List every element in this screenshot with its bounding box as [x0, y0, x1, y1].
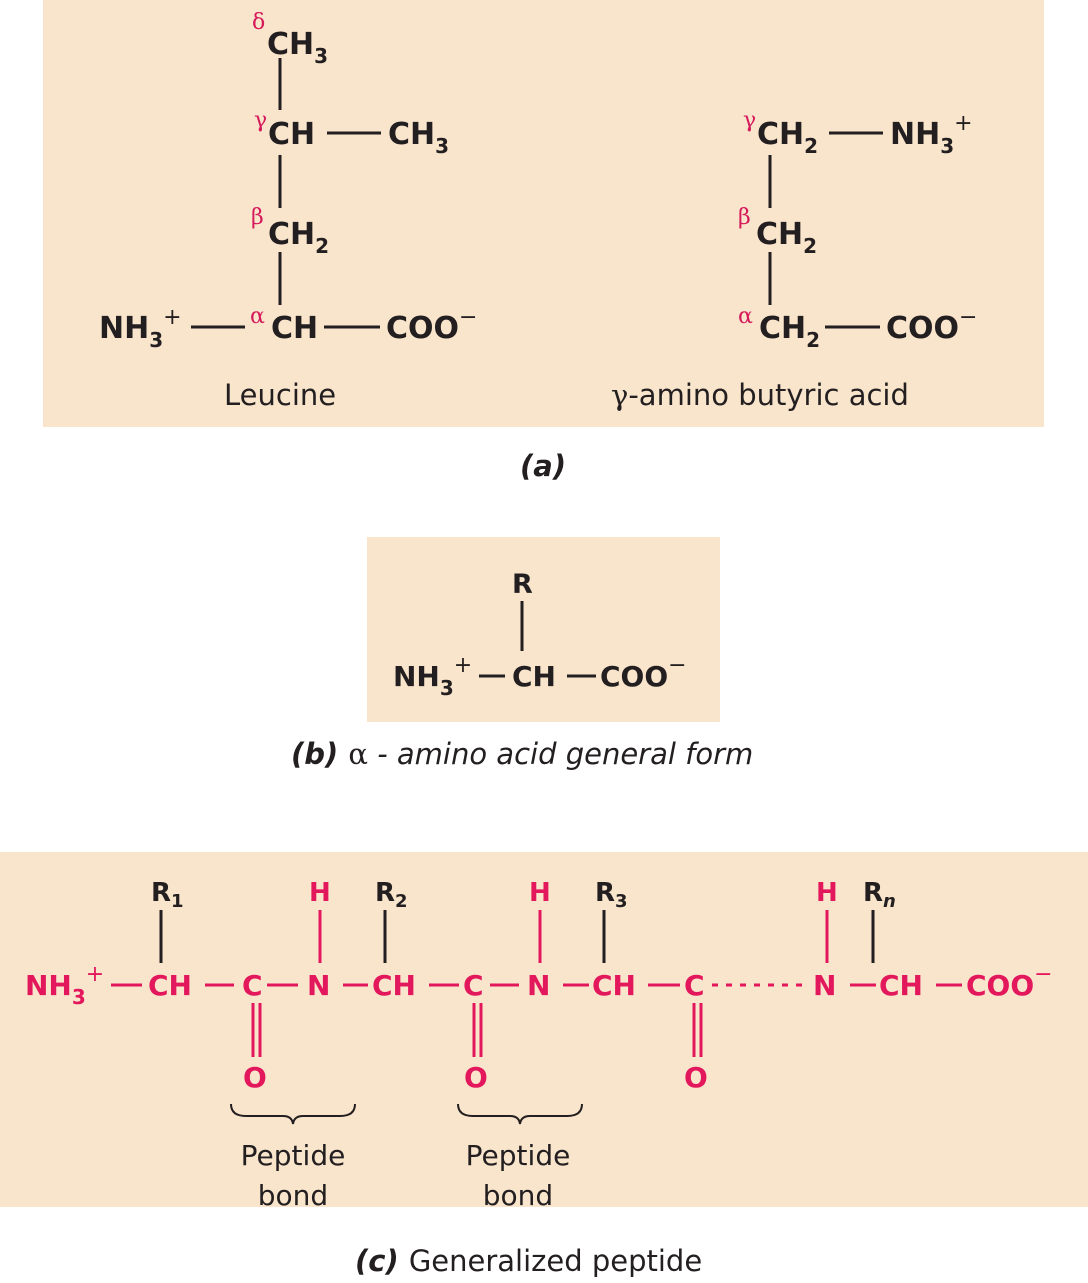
general-amine-group: NH [393, 660, 440, 693]
general-amine-charge: + [453, 653, 473, 678]
backbone-ch-2: CH [372, 969, 416, 1002]
r-group-n: Rn [863, 878, 896, 912]
peptide-bond-label-2-line2: bond [482, 1179, 554, 1212]
backbone-ch-1: CH [148, 969, 192, 1002]
general-carboxyl-charge: − [668, 653, 687, 678]
leucine-delta-group: CH [267, 27, 315, 62]
h-atom-3: H [816, 878, 838, 908]
gaba-gamma-group: CH [757, 117, 805, 152]
panel-b-caption: (b) α - amino acid general form [291, 740, 753, 769]
backbone-n-2: N [527, 969, 551, 1002]
gaba-alpha-ch2: CH2 [759, 311, 820, 351]
general-r-group: R [512, 569, 533, 600]
panel-a-background [43, 0, 1044, 427]
leucine-beta-group: CH [268, 217, 316, 252]
leucine-carboxyl-charge: − [459, 305, 478, 330]
gaba-gamma-sub: 2 [804, 134, 819, 158]
leucine-delta-label: δ [252, 10, 266, 35]
gaba-amine-group: NH [890, 117, 941, 152]
leucine-side-ch3: CH3 [388, 117, 449, 157]
backbone-carboxyl: COO− [966, 962, 1053, 1002]
peptide-bond-brace-1 [230, 1103, 356, 1125]
gaba-beta-sub: 2 [803, 234, 818, 258]
gaba-amine-sub: 3 [940, 134, 955, 158]
gaba-gamma-label: γ [743, 108, 757, 133]
gaba-amine-charge: + [954, 111, 973, 136]
leucine-alpha-ch: CH [271, 311, 319, 346]
peptide-bond-label-2-line1: Peptide [465, 1139, 571, 1172]
gaba-name: γ-amino butyric acid [611, 381, 909, 410]
gaba-alpha-group: CH [759, 311, 807, 346]
peptide-bond-label-1-line1: Peptide [240, 1139, 346, 1172]
leucine-amine-group: NH [99, 311, 150, 346]
leucine-amine-sub: 3 [149, 328, 164, 352]
gaba-amine: NH3+ [890, 113, 973, 157]
gaba-alpha-sub: 2 [806, 328, 821, 352]
gaba-name-text: -amino butyric acid [628, 378, 909, 412]
gaba-alpha-label: α [738, 304, 753, 329]
backbone-ch-3: CH [592, 969, 636, 1002]
leucine-carboxyl-group: COO [386, 311, 460, 346]
gaba-beta-ch2: CH2 [756, 217, 817, 257]
backbone-ch-4: CH [879, 969, 923, 1002]
leucine-gamma-label: γ [254, 108, 268, 133]
general-amine: NH3+ [393, 655, 472, 699]
carbonyl-o-2: O [464, 1061, 488, 1094]
r-group-1: R1 [151, 878, 184, 912]
panel-b-caption-label: (b) [291, 737, 339, 771]
gaba-beta-label: β [738, 205, 751, 230]
leucine-alpha-label: α [250, 304, 265, 329]
panel-b-background [367, 537, 720, 722]
leucine-beta-label: β [251, 205, 264, 230]
general-carboxyl-group: COO [600, 660, 669, 693]
gaba-carboxyl: COO− [886, 307, 977, 346]
carbonyl-o-3: O [684, 1061, 708, 1094]
leucine-amine-charge: + [163, 305, 182, 330]
leucine-side-sub: 3 [435, 134, 450, 158]
leucine-gamma-ch: CH [268, 117, 316, 152]
gaba-gamma-ch2: CH2 [757, 117, 818, 157]
backbone-c-2: C [463, 969, 484, 1002]
peptide-bond-label-2: Peptide bond [438, 1136, 598, 1216]
panel-c-caption-text: Generalized peptide [408, 1244, 703, 1278]
peptide-bond-brace-2 [457, 1103, 583, 1125]
general-amine-sub: 3 [439, 676, 454, 700]
backbone-c-3: C [684, 969, 705, 1002]
gaba-beta-group: CH [756, 217, 804, 252]
leucine-side-group: CH [388, 117, 436, 152]
backbone-n-1: N [307, 969, 331, 1002]
panel-c-background [0, 852, 1088, 1207]
general-carboxyl: COO− [600, 655, 687, 693]
leucine-delta-sub: 3 [314, 44, 329, 68]
panel-b-caption-text: - amino acid general form [367, 737, 754, 771]
peptide-bond-label-1: Peptide bond [213, 1136, 373, 1216]
leucine-delta-ch3: CH3 [267, 27, 328, 67]
panel-c-caption-label: (c) [355, 1244, 399, 1278]
h-atom-1: H [309, 878, 331, 908]
h-atom-2: H [529, 878, 551, 908]
r-group-3: R3 [595, 878, 628, 912]
leucine-beta-sub: 2 [315, 234, 330, 258]
gaba-name-greek: γ [611, 378, 629, 412]
panel-b-caption-greek: α [348, 737, 368, 771]
gaba-carboxyl-group: COO [886, 311, 960, 346]
leucine-carboxyl: COO− [386, 307, 477, 346]
carbonyl-o-1: O [243, 1061, 267, 1094]
r-group-2: R2 [375, 878, 408, 912]
peptide-bond-label-1-line2: bond [257, 1179, 329, 1212]
general-ch: CH [512, 660, 556, 693]
backbone-amine: NH3+ [25, 962, 105, 1009]
panel-c-caption: (c) Generalized peptide [355, 1247, 702, 1276]
backbone-n-3: N [813, 969, 837, 1002]
gaba-carboxyl-charge: − [959, 305, 978, 330]
leucine-beta-ch2: CH2 [268, 217, 329, 257]
leucine-name: Leucine [224, 378, 337, 412]
panel-a-caption: (a) [520, 449, 567, 483]
backbone-c-1: C [242, 969, 263, 1002]
leucine-amine: NH3+ [99, 307, 182, 351]
